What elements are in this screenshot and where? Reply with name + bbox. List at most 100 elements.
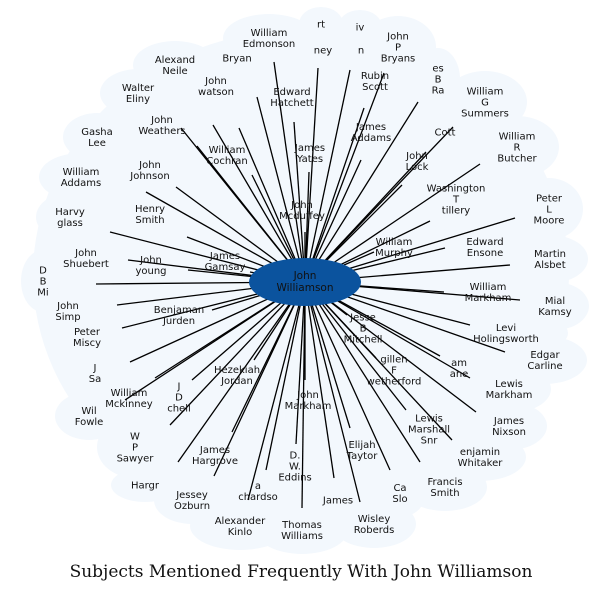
edge-john-p-bryans — [304, 72, 385, 283]
node-cloud-ney-top — [297, 33, 349, 67]
node-cloud-gilliam-f-wetherford — [340, 339, 448, 401]
node-cloud-john-johnson — [108, 146, 192, 194]
node-cloud-rt-top — [299, 7, 343, 41]
node-cloud-washington-t-tillery — [402, 168, 510, 230]
node-rt-top[interactable]: rt — [317, 20, 325, 31]
edge-benjamin-whitaker — [304, 281, 453, 441]
node-cloud-gasham-lee — [63, 113, 131, 161]
node-cloud-william-markham — [446, 268, 530, 316]
node-n-top[interactable]: n — [358, 46, 364, 57]
node-ney-top[interactable]: ney — [314, 46, 332, 57]
node-cloud-lewis-markham — [467, 365, 551, 413]
node-cloud-peter-l-moore — [515, 178, 583, 240]
node-cloud-rubin-scott — [341, 57, 409, 105]
node-iv-top[interactable]: iv — [356, 23, 365, 34]
center-node-ellipse[interactable] — [249, 258, 361, 306]
edge-edward-hatchett — [293, 121, 306, 283]
node-james-2[interactable]: James — [322, 496, 353, 507]
node-bryant[interactable]: Bryan — [222, 54, 251, 65]
node-cotton[interactable]: Cott — [435, 128, 456, 139]
edge-d-w-eddins — [295, 281, 306, 445]
edge-rubin-scott — [304, 107, 365, 283]
edge-james-b-ra — [304, 101, 419, 283]
edge-jessey-ozburn — [213, 281, 306, 477]
node-cloud-thomas-williams — [256, 506, 348, 554]
node-hargrove-2[interactable]: Hargr — [131, 481, 160, 492]
node-cloud-william-r-butcher — [475, 116, 559, 178]
edge-hargrove-2 — [177, 281, 306, 463]
edge-alexander-kinlo — [247, 281, 306, 501]
node-cloud-wisley-roberds — [332, 500, 416, 548]
node-cloud-j-d-mitchell — [145, 366, 213, 428]
node-cloud-henry-smith — [116, 190, 184, 238]
edge-elijah-taytor — [304, 281, 351, 429]
node-d-w-eddins[interactable]: D.W.Eddins — [278, 451, 311, 484]
node-cloud-peter-miscy — [53, 313, 121, 361]
node-cloud-w-p-sawyer — [97, 416, 173, 478]
